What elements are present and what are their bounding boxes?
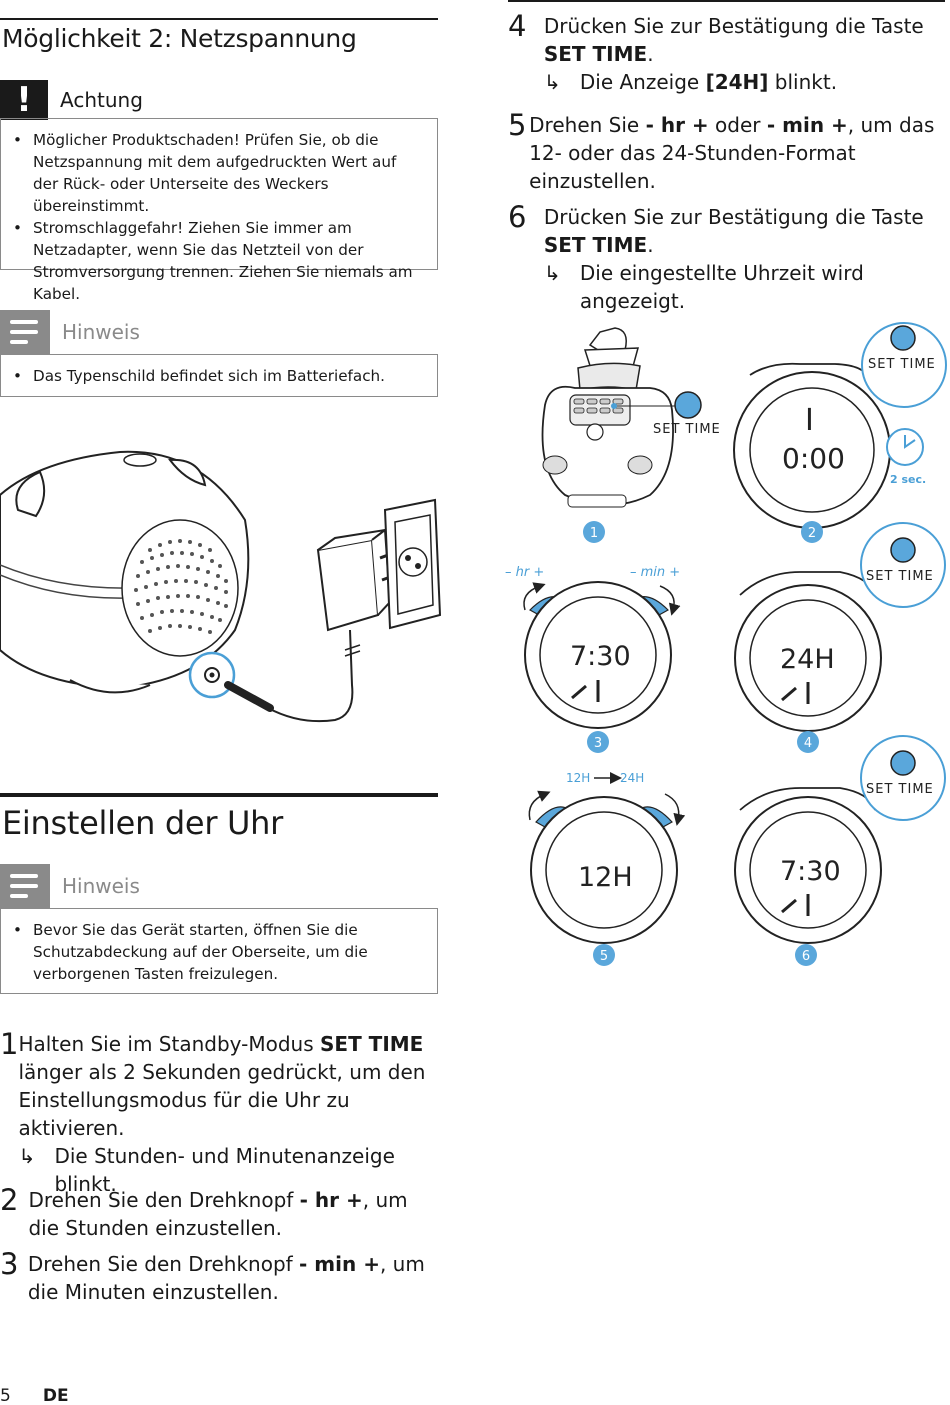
key-hr: - hr +	[645, 113, 709, 137]
display-time-7-30: 7:30	[570, 641, 631, 672]
key-set-time: SET TIME	[320, 1032, 424, 1056]
step-5: 5 Drehen Sie - hr + oder - min +, um das…	[508, 111, 948, 195]
step-text: Drehen Sie den Drehknopf - hr +, um die …	[28, 1188, 408, 1240]
step-text: Drehen Sie - hr + oder - min +, um das 1…	[529, 113, 935, 193]
hr-knob-label: – hr +	[505, 565, 544, 580]
caution-header: ! Achtung	[0, 80, 143, 120]
top-rule-left	[0, 18, 438, 20]
result-arrow-icon: ↳	[543, 70, 561, 94]
marker-1: 1	[590, 526, 598, 541]
section-title-clock: Einstellen der Uhr	[2, 804, 284, 842]
note-icon	[0, 310, 50, 354]
key-min: - min +	[299, 1252, 380, 1276]
note2-box: Bevor Sie das Gerät starten, öffnen Sie …	[0, 908, 438, 994]
key-hr: - hr +	[299, 1188, 363, 1212]
panel-1-open-clock: SET TIME	[541, 327, 721, 508]
marker-3: 3	[594, 736, 602, 751]
result-arrow-icon: ↳	[543, 261, 561, 285]
set-time-label: SET TIME	[866, 569, 934, 584]
clock-setup-figure: SET TIME I 0:00 SET TIME 2 sec. 1 2 – hr…	[505, 322, 947, 966]
two-sec-label: 2 sec.	[890, 473, 926, 486]
step-result: ↳Die Anzeige [24H] blinkt.	[543, 70, 838, 94]
section-title-power: Möglichkeit 2: Netzspannung	[2, 24, 357, 53]
note1-box: Das Typenschild befindet sich im Batteri…	[0, 354, 438, 397]
step-number: 6	[508, 200, 527, 234]
marker-5: 5	[600, 949, 608, 964]
caution-label: Achtung	[60, 88, 143, 112]
note2-item: Bevor Sie das Gerät starten, öffnen Sie …	[13, 919, 423, 985]
set-time-label: SET TIME	[653, 422, 721, 437]
panel-2-clock: I 0:00 SET TIME 2 sec.	[733, 322, 947, 529]
step-3: 3 Drehen Sie den Drehknopf - min +, um d…	[0, 1250, 442, 1306]
language-code: DE	[42, 1386, 69, 1405]
page-number: 5	[0, 1386, 11, 1405]
step-1: 1 Halten Sie im Standby-Modus SET TIME l…	[0, 1030, 442, 1198]
mode-12h-label: 12H	[566, 771, 590, 785]
power-illustration	[0, 450, 442, 723]
note-icon	[0, 864, 50, 908]
note2-header: Hinweis	[0, 864, 140, 908]
panel-5-clock: 12H 24H 12H	[528, 771, 686, 944]
step-number: 3	[0, 1247, 19, 1281]
display-12h: 12H	[578, 862, 633, 893]
step-text: Drehen Sie den Drehknopf - min +, um die…	[27, 1252, 425, 1304]
mode-24h-label: 24H	[620, 771, 644, 785]
page-footer: 5 DE	[0, 1386, 69, 1405]
panel-4-clock: 24H SET TIME	[734, 522, 946, 732]
step-2: 2 Drehen Sie den Drehknopf - hr +, um di…	[0, 1186, 442, 1242]
caution-item: Möglicher Produktschaden! Prüfen Sie, ob…	[13, 129, 423, 217]
display-24h: 24H	[780, 644, 835, 675]
marker-2: 2	[808, 526, 816, 541]
caution-item: Stromschlaggefahr! Ziehen Sie immer am N…	[13, 217, 423, 305]
panel-3-clock: – hr + – min + 7:30	[505, 565, 681, 729]
display-time-0-00: 0:00	[782, 442, 845, 475]
step-number: 1	[0, 1027, 19, 1061]
top-rule-right	[508, 0, 945, 2]
step-number: 4	[508, 9, 527, 43]
min-knob-label: – min +	[630, 565, 680, 580]
marker-6: 6	[802, 949, 810, 964]
key-set-time: SET TIME	[543, 42, 648, 66]
panel-6-clock: 7:30 SET TIME	[734, 735, 946, 944]
step-number: 5	[508, 108, 527, 142]
result-arrow-icon: ↳	[18, 1144, 36, 1168]
caution-box: Möglicher Produktschaden! Prüfen Sie, ob…	[0, 118, 438, 303]
note2-label: Hinweis	[62, 874, 140, 898]
exclamation-icon: !	[0, 80, 48, 120]
key-min: - min +	[766, 113, 848, 137]
step-result: ↳Die eingestellte Uhrzeit wird angezeigt…	[543, 261, 864, 313]
step-text: Drücken Sie zur Bestätigung die Taste SE…	[543, 205, 924, 257]
set-time-label: SET TIME	[866, 782, 934, 797]
key-set-time: SET TIME	[543, 233, 648, 257]
note1-label: Hinweis	[62, 320, 140, 344]
step-6: 6 Drücken Sie zur Bestätigung die Taste …	[508, 203, 948, 315]
display-time-7-30: 7:30	[780, 856, 841, 887]
note1-header: Hinweis	[0, 310, 140, 354]
display-hour-blink: I	[805, 403, 814, 438]
step-4: 4 Drücken Sie zur Bestätigung die Taste …	[508, 12, 948, 96]
step-text: Halten Sie im Standby-Modus SET TIME län…	[18, 1032, 426, 1140]
marker-4: 4	[804, 736, 812, 751]
clock-section-rule	[0, 793, 438, 797]
step-result: ↳Die Stunden- und Minutenanzeige blinkt.	[18, 1144, 395, 1196]
step-number: 2	[0, 1183, 19, 1217]
step-text: Drücken Sie zur Bestätigung die Taste SE…	[543, 14, 924, 66]
note1-item: Das Typenschild befindet sich im Batteri…	[13, 365, 423, 387]
set-time-label: SET TIME	[868, 357, 936, 372]
